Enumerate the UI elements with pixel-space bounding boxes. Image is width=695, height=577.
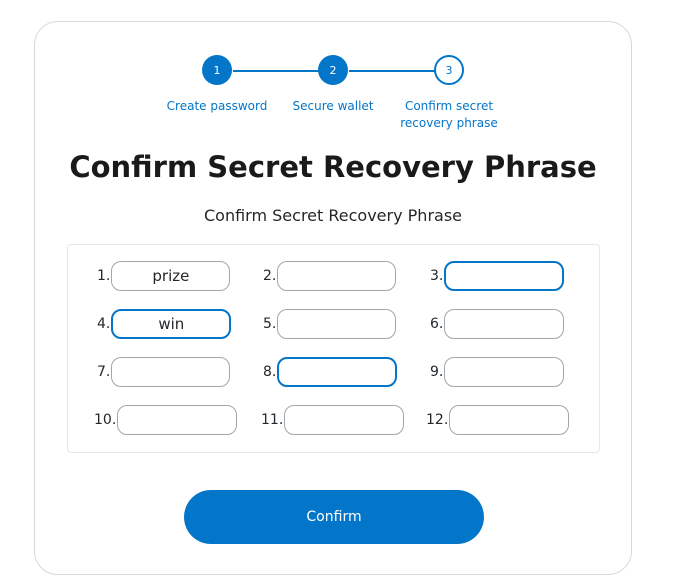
word-slot-8: 8. bbox=[263, 357, 398, 387]
word-input-6[interactable] bbox=[444, 309, 565, 339]
word-index: 3. bbox=[430, 268, 444, 284]
stepper-connector-1 bbox=[233, 70, 321, 72]
word-slot-2: 2. bbox=[263, 261, 397, 291]
word-index: 5. bbox=[263, 316, 277, 332]
word-input-9[interactable] bbox=[444, 357, 565, 387]
word-input-4[interactable] bbox=[111, 309, 232, 339]
word-index: 12. bbox=[426, 412, 449, 428]
step-3-circle: 3 bbox=[434, 55, 464, 85]
word-index: 10. bbox=[94, 412, 117, 428]
word-slot-5: 5. bbox=[263, 309, 397, 339]
word-slot-9: 9. bbox=[430, 357, 565, 387]
word-slot-3: 3. bbox=[430, 261, 565, 291]
progress-stepper: 1 2 3 Create password Secure wallet Conf… bbox=[35, 22, 631, 162]
word-index: 8. bbox=[263, 364, 277, 380]
word-index: 6. bbox=[430, 316, 444, 332]
word-input-5[interactable] bbox=[277, 309, 397, 339]
word-index: 1. bbox=[97, 268, 111, 284]
page-title: Confirm Secret Recovery Phrase bbox=[69, 150, 597, 184]
step-2-circle: 2 bbox=[318, 55, 348, 85]
step-1-circle: 1 bbox=[202, 55, 232, 85]
word-slot-1: 1. bbox=[97, 261, 231, 291]
word-index: 11. bbox=[261, 412, 284, 428]
word-input-11[interactable] bbox=[284, 405, 405, 435]
word-index: 7. bbox=[97, 364, 111, 380]
stepper-connector-2 bbox=[349, 70, 437, 72]
page-subtitle: Confirm Secret Recovery Phrase bbox=[204, 206, 462, 225]
word-input-3[interactable] bbox=[444, 261, 565, 291]
step-2-label: Secure wallet bbox=[292, 99, 374, 113]
word-slot-10: 10. bbox=[94, 405, 238, 435]
word-slot-6: 6. bbox=[430, 309, 565, 339]
word-input-10[interactable] bbox=[117, 405, 238, 435]
word-slot-11: 11. bbox=[261, 405, 405, 435]
step-1-label: Create password bbox=[166, 99, 268, 113]
word-input-12[interactable] bbox=[449, 405, 570, 435]
word-slot-4: 4. bbox=[97, 309, 232, 339]
onboarding-card: 1 2 3 Create password Secure wallet Conf… bbox=[34, 21, 632, 575]
step-3-label: Confirm secret recovery phrase bbox=[400, 99, 498, 130]
word-slot-12: 12. bbox=[426, 405, 570, 435]
word-input-1[interactable] bbox=[111, 261, 231, 291]
word-input-2[interactable] bbox=[277, 261, 397, 291]
word-input-8[interactable] bbox=[277, 357, 398, 387]
word-index: 9. bbox=[430, 364, 444, 380]
word-slot-7: 7. bbox=[97, 357, 231, 387]
word-input-7[interactable] bbox=[111, 357, 231, 387]
confirm-button[interactable]: Confirm bbox=[184, 490, 484, 544]
word-index: 2. bbox=[263, 268, 277, 284]
recovery-phrase-grid: 1. 2. 3. 4. 5. 6. 7. 8. bbox=[67, 244, 600, 453]
word-index: 4. bbox=[97, 316, 111, 332]
